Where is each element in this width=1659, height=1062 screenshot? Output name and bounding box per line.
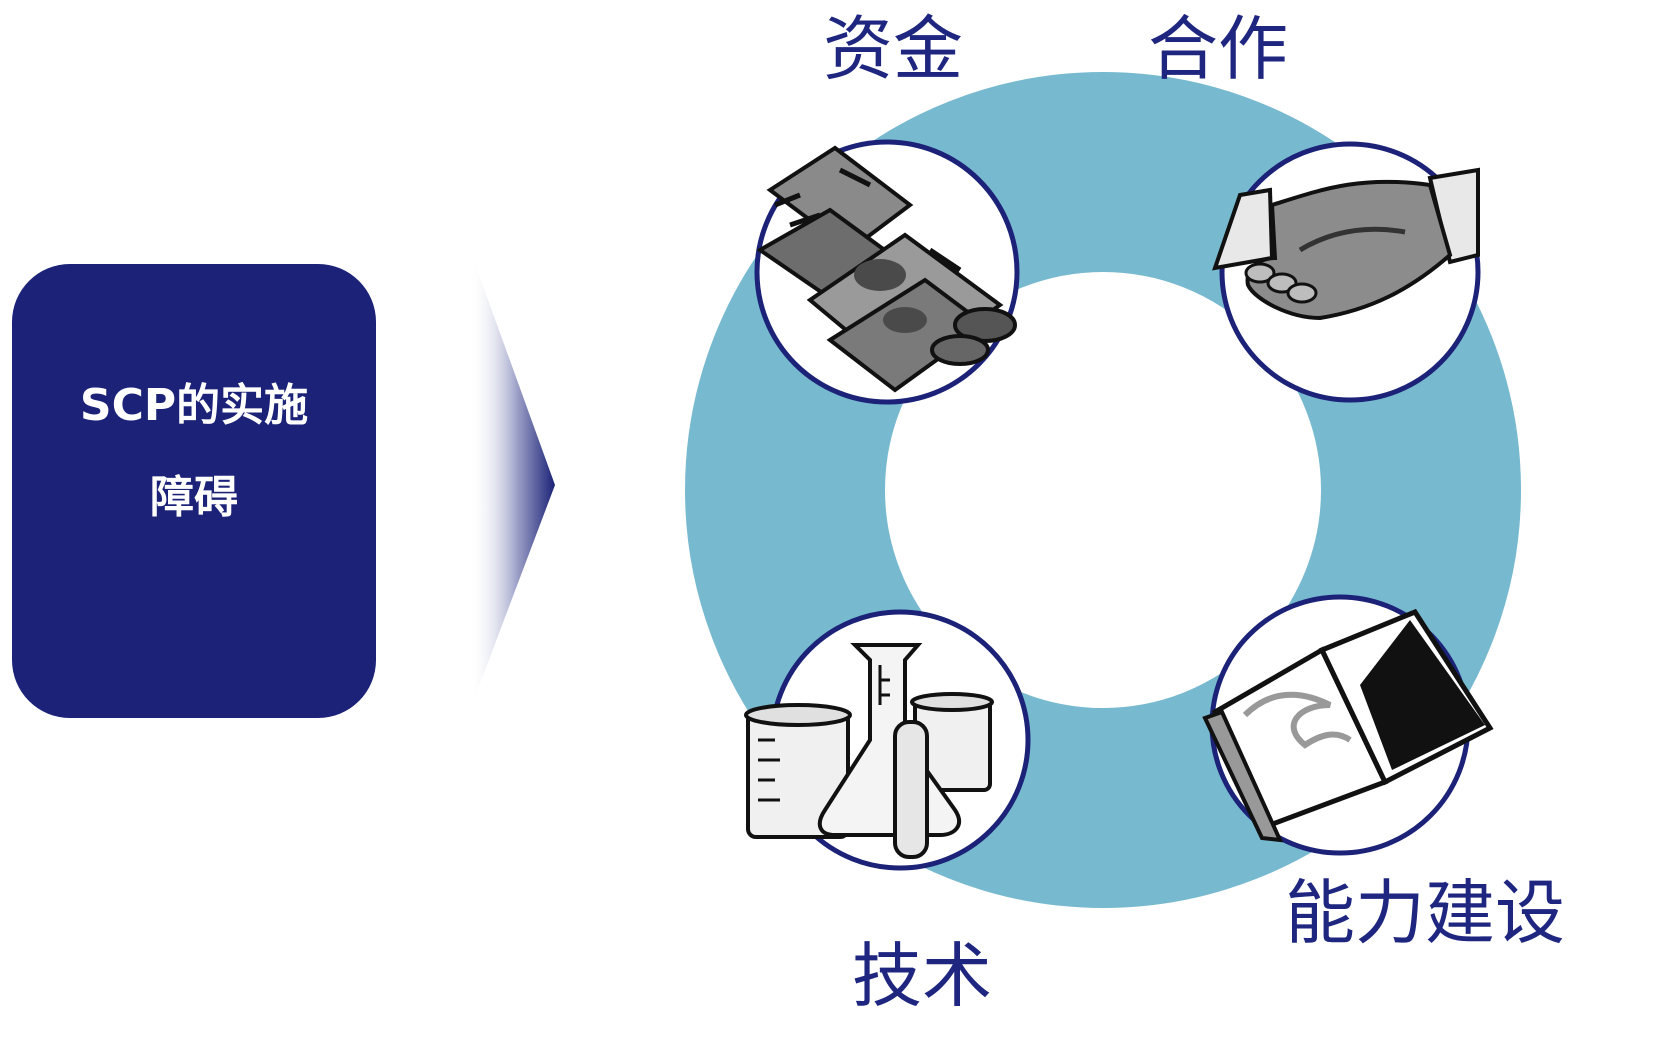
label-capacity: 能力建设 bbox=[1285, 872, 1565, 954]
handshake-icon bbox=[1212, 167, 1480, 321]
box-title-line1: SCP的实施 bbox=[79, 380, 309, 431]
label-cooperation: 合作 bbox=[1148, 8, 1288, 90]
node-technology bbox=[744, 609, 1031, 871]
open-book-icon bbox=[1202, 608, 1494, 843]
ring bbox=[685, 72, 1521, 908]
arrow-chevron bbox=[470, 250, 555, 710]
label-funding: 资金 bbox=[823, 8, 963, 90]
node-capacity bbox=[1202, 594, 1494, 856]
scp-barrier-box: SCP的实施 障碍 bbox=[12, 264, 376, 718]
label-technology: 技术 bbox=[852, 935, 992, 1017]
node-cooperation bbox=[1212, 141, 1481, 403]
box-title-line2: 障碍 bbox=[150, 472, 238, 523]
money-icon bbox=[756, 145, 1017, 393]
node-funding bbox=[754, 139, 1020, 405]
lab-glassware-icon bbox=[744, 643, 994, 859]
